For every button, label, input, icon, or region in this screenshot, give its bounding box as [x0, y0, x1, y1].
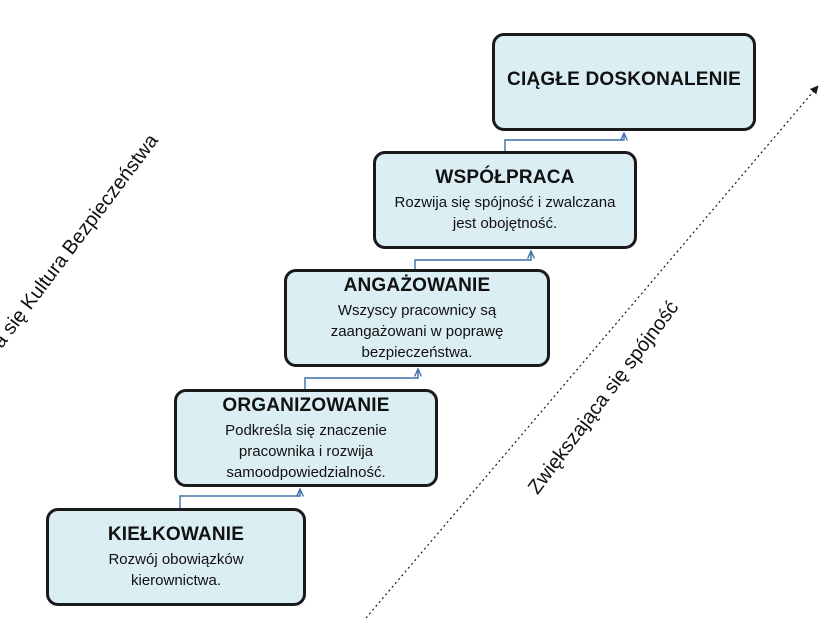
step-title: WSPÓŁPRACA: [435, 167, 575, 188]
step-wspolpraca: WSPÓŁPRACA Rozwija się spójność i zwalcz…: [373, 151, 637, 249]
step-description: Wszyscy pracownicy są zaangażowani w pop…: [330, 301, 504, 361]
step-description: Rozwija się spójność i zwalczana jest ob…: [394, 194, 616, 232]
step-kielkowanie: KIEŁKOWANIE Rozwój obowiązków kierownict…: [46, 508, 306, 606]
step-organizowanie: ORGANIZOWANIE Podkreśla się znaczenie pr…: [174, 389, 438, 487]
connector-3-4: [414, 251, 531, 269]
step-title: KIEŁKOWANIE: [107, 524, 245, 545]
step-title: ANGAŻOWANIE: [343, 274, 491, 296]
step-description: Rozwój obowiązków kierownictwa.: [108, 551, 244, 589]
step-title: ORGANIZOWANIE: [222, 394, 390, 416]
step-description: Podkreśla się znaczenie pracownika i roz…: [225, 421, 387, 481]
dotted-arrow: [365, 85, 819, 619]
connector-1-2: [179, 489, 300, 508]
connector-4-5: [504, 133, 624, 151]
step-ciagle-doskonalenie: CIĄGŁE DOSKONALENIE: [492, 33, 756, 131]
step-title: CIĄGŁE DOSKONALENIE: [507, 69, 741, 90]
step-angazowanie: ANGAŻOWANIE Wszyscy pracownicy są zaanga…: [284, 269, 550, 367]
connector-2-3: [304, 369, 418, 389]
